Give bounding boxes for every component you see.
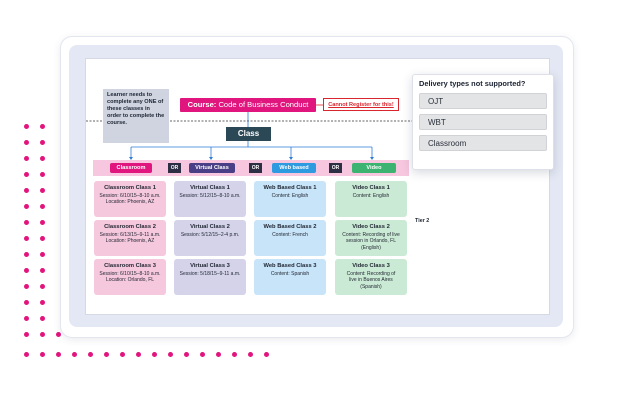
cannot-register-label: Cannot Register for this! xyxy=(323,98,399,111)
class-detail: Content: English xyxy=(271,193,309,199)
delivery-types-panel: Delivery types not supported? OJT WBT Cl… xyxy=(412,74,554,170)
class-card-classroom-3[interactable]: Classroom Class 3 Session: 6/10/15–8-10 … xyxy=(94,259,166,295)
class-card-classroom-2[interactable]: Classroom Class 2 Session: 6/13/15–9-11 … xyxy=(94,220,166,256)
decorative-dot xyxy=(264,352,269,357)
class-detail: Content: Recording of live session in Or… xyxy=(342,232,400,251)
class-detail: Session: 6/10/15–8-10 a.m. Location: Pho… xyxy=(99,193,161,206)
class-detail: Content: Recording of live in Buenos Air… xyxy=(346,271,396,290)
decorative-dot xyxy=(104,352,109,357)
class-title: Virtual Class 2 xyxy=(190,224,230,230)
decorative-dot xyxy=(56,332,61,337)
class-card-video-1[interactable]: Video Class 1 Content: English xyxy=(335,181,407,217)
category-video: Video xyxy=(352,163,396,173)
option-classroom[interactable]: Classroom xyxy=(419,135,547,151)
category-virtual-class: Virtual Class xyxy=(189,163,235,173)
or-label: OR xyxy=(329,163,342,173)
class-detail: Session: 5/12/15–2-4 p.m. xyxy=(180,232,240,238)
class-title: Classroom Class 3 xyxy=(104,263,156,269)
class-card-web-2[interactable]: Web Based Class 2 Content: French xyxy=(254,220,326,256)
class-title: Video Class 3 xyxy=(352,263,390,269)
class-title: Web Based Class 1 xyxy=(263,185,317,191)
or-label: OR xyxy=(168,163,181,173)
class-detail: Session: 5/12/15–8-10 a.m. xyxy=(179,193,241,199)
class-title: Web Based Class 3 xyxy=(263,263,317,269)
tier-label: Tier 2 xyxy=(415,218,430,224)
course-label: Course: xyxy=(187,100,217,109)
decorative-dot xyxy=(136,352,141,357)
class-card-web-1[interactable]: Web Based Class 1 Content: English xyxy=(254,181,326,217)
learner-note: Learner needs to complete any ONE of the… xyxy=(103,89,169,143)
category-web-based: Web based xyxy=(272,163,316,173)
class-card-classroom-1[interactable]: Classroom Class 1 Session: 6/10/15–8-10 … xyxy=(94,181,166,217)
option-ojt[interactable]: OJT xyxy=(419,93,547,109)
course-name: Code of Business Conduct xyxy=(218,100,309,109)
class-detail: Content: Spanish xyxy=(270,271,310,277)
class-title: Web Based Class 2 xyxy=(263,224,317,230)
course-box: Course: Code of Business Conduct xyxy=(180,98,316,112)
class-card-virtual-3[interactable]: Virtual Class 3 Session: 5/18/15–9-11 a.… xyxy=(174,259,246,295)
decorative-dot xyxy=(200,352,205,357)
class-title: Classroom Class 2 xyxy=(104,224,156,230)
option-wbt[interactable]: WBT xyxy=(419,114,547,130)
decorative-dot xyxy=(120,352,125,357)
class-node: Class xyxy=(226,127,271,141)
class-detail: Content: French xyxy=(272,232,308,238)
decorative-dot xyxy=(24,332,29,337)
class-title: Video Class 2 xyxy=(352,224,390,230)
decorative-dot xyxy=(56,352,61,357)
decorative-dot xyxy=(232,352,237,357)
class-title: Classroom Class 1 xyxy=(104,185,156,191)
class-detail: Session: 6/10/15–8-10 a.m. Location: Orl… xyxy=(99,271,161,284)
decorative-dot xyxy=(40,352,45,357)
decorative-dot xyxy=(88,352,93,357)
class-card-virtual-1[interactable]: Virtual Class 1 Session: 5/12/15–8-10 a.… xyxy=(174,181,246,217)
class-detail: Content: English xyxy=(352,193,390,199)
class-card-web-3[interactable]: Web Based Class 3 Content: Spanish xyxy=(254,259,326,295)
panel-title: Delivery types not supported? xyxy=(419,79,526,88)
decorative-dot xyxy=(248,352,253,357)
class-detail: Session: 6/13/15–9-11 a.m. Location: Pho… xyxy=(99,232,161,245)
decorative-dot xyxy=(168,352,173,357)
class-card-video-3[interactable]: Video Class 3 Content: Recording of live… xyxy=(335,259,407,295)
class-title: Video Class 1 xyxy=(352,185,390,191)
decorative-dot xyxy=(40,332,45,337)
class-card-virtual-2[interactable]: Virtual Class 2 Session: 5/12/15–2-4 p.m… xyxy=(174,220,246,256)
category-classroom: Classroom xyxy=(110,163,152,173)
or-label: OR xyxy=(249,163,262,173)
class-card-video-2[interactable]: Video Class 2 Content: Recording of live… xyxy=(335,220,407,256)
decorative-dot xyxy=(24,352,29,357)
decorative-dot xyxy=(216,352,221,357)
class-title: Virtual Class 1 xyxy=(190,185,230,191)
decorative-dot xyxy=(184,352,189,357)
decorative-dot xyxy=(152,352,157,357)
decorative-dot xyxy=(72,352,77,357)
class-title: Virtual Class 3 xyxy=(190,263,230,269)
class-detail: Session: 5/18/15–9-11 a.m. xyxy=(179,271,241,277)
